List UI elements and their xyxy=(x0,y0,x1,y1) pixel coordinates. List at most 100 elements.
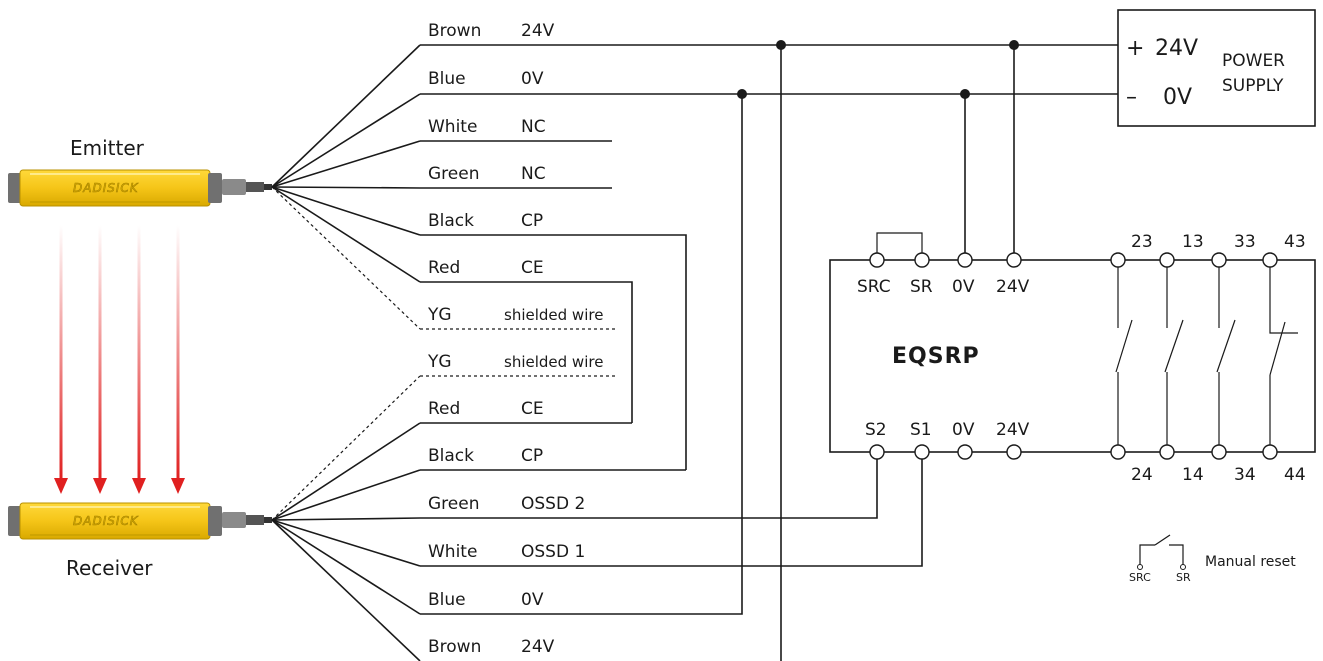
terminal-src xyxy=(869,252,885,268)
receiver-wire-signal: CP xyxy=(521,446,543,466)
terminal-13 xyxy=(1159,252,1175,268)
receiver-wire-color: Brown xyxy=(428,637,481,657)
emitter-wire-color: YG xyxy=(427,305,452,325)
contact-label: 24 xyxy=(1131,465,1153,485)
manual-reset-pin: SR xyxy=(1176,571,1191,584)
emitter-wire-color: Blue xyxy=(428,69,466,89)
emitter-wire-color: Brown xyxy=(428,21,481,41)
emitter-wire-signal: CP xyxy=(521,211,543,231)
power-supply-box xyxy=(1117,9,1316,127)
junction-dot xyxy=(776,40,786,50)
emitter-red-wire xyxy=(420,281,633,423)
contact-23-24 xyxy=(1115,267,1133,445)
terminal-sr xyxy=(914,252,930,268)
manual-reset-pin: SRC xyxy=(1129,571,1151,584)
relay-box xyxy=(829,259,1316,453)
terminal-label: 0V xyxy=(952,420,975,440)
receiver-green-wire xyxy=(420,452,878,519)
down-arrow-beam-icon xyxy=(171,225,185,494)
emitter-end-cap-right xyxy=(208,173,222,203)
receiver-wire-signal: CE xyxy=(521,399,544,419)
emitter-connector xyxy=(222,179,246,195)
contact-label: 13 xyxy=(1182,232,1204,252)
receiver-white-wire xyxy=(420,452,923,567)
receiver-wire-color: YG xyxy=(427,352,452,372)
terminal-0v-top xyxy=(957,252,973,268)
receiver-wire-color: Black xyxy=(428,446,474,466)
terminal-label: 24V xyxy=(996,277,1030,297)
receiver-blue-wire xyxy=(420,94,743,615)
power-minus-value: 0V xyxy=(1163,85,1192,110)
terminal-24v-top xyxy=(1006,252,1022,268)
emitter-black-wire xyxy=(420,234,687,470)
contact-label: 43 xyxy=(1284,232,1306,252)
safety-relay: EQSRP SRC SR 0V 24V S2 S1 0V 24V xyxy=(829,45,1316,485)
down-arrow-beam-icon xyxy=(54,225,68,494)
power-supply: + 24V – 0V POWER SUPPLY xyxy=(1117,9,1316,127)
terminal-s2 xyxy=(869,444,885,460)
terminal-label: S2 xyxy=(865,420,887,440)
terminal-34 xyxy=(1211,444,1227,460)
junctions xyxy=(737,40,1019,99)
contact-label: 34 xyxy=(1234,465,1256,485)
receiver-wire-signal: 24V xyxy=(521,637,555,657)
terminal-44 xyxy=(1262,444,1278,460)
terminal-24 xyxy=(1110,444,1126,460)
emitter-wire-signal: NC xyxy=(521,117,546,137)
emitter-wire-color: Red xyxy=(428,258,460,278)
power-plus-value: 24V xyxy=(1155,36,1198,61)
emitter-wire-signal: 24V xyxy=(521,21,555,41)
power-plus-sign: + xyxy=(1126,36,1144,61)
emitter-wire-signal: 0V xyxy=(521,69,544,89)
receiver-end-cap-left xyxy=(8,506,22,536)
power-minus-sign: – xyxy=(1126,85,1137,110)
contact-13-14 xyxy=(1164,267,1184,445)
terminal-33 xyxy=(1211,252,1227,268)
terminal-23 xyxy=(1110,252,1126,268)
emitter-label: Emitter xyxy=(70,136,145,160)
terminal-43 xyxy=(1262,252,1278,268)
emitter-wire-color: White xyxy=(428,117,477,137)
emitter-wire-color: Green xyxy=(428,164,479,184)
receiver-end-cap-right xyxy=(208,506,222,536)
normally-open-switch-icon xyxy=(1137,534,1186,570)
emitter-brand: DADISICK xyxy=(73,181,139,195)
receiver-label: Receiver xyxy=(66,556,153,580)
light-beams xyxy=(54,225,185,494)
receiver-wire-color: Green xyxy=(428,494,479,514)
manual-reset-label: Manual reset xyxy=(1205,554,1296,570)
terminal-label: 24V xyxy=(996,420,1030,440)
junction-dot xyxy=(737,89,747,99)
contact-label: 23 xyxy=(1131,232,1153,252)
contact-label: 44 xyxy=(1284,465,1306,485)
receiver-wire-color: Red xyxy=(428,399,460,419)
receiver-wire-signal: shielded wire xyxy=(504,353,603,371)
relay-name: EQSRP xyxy=(892,344,980,369)
power-supply-title: POWER xyxy=(1222,51,1285,71)
emitter-wire-color: Black xyxy=(428,211,474,231)
emitter-wire-signal: shielded wire xyxy=(504,306,603,324)
terminal-14 xyxy=(1159,444,1175,460)
receiver-connector xyxy=(222,512,246,528)
receiver-wire-color: Blue xyxy=(428,590,466,610)
emitter-wire-signal: NC xyxy=(521,164,546,184)
terminal-label: SRC xyxy=(857,277,891,297)
receiver-brand: DADISICK xyxy=(73,514,139,528)
power-supply-title: SUPPLY xyxy=(1222,76,1284,96)
receiver-wire-signal: OSSD 2 xyxy=(521,494,585,514)
terminal-label: S1 xyxy=(910,420,932,440)
src-sr-bridge xyxy=(876,232,923,260)
contact-label: 33 xyxy=(1234,232,1256,252)
terminal-s1 xyxy=(914,444,930,460)
emitter-wires: Brown 24V Blue 0V White NC Green NC Blac… xyxy=(271,21,1118,470)
down-arrow-beam-icon xyxy=(93,225,107,494)
contact-33-34 xyxy=(1216,267,1236,445)
receiver: DADISICK Receiver xyxy=(8,502,272,580)
receiver-wire-color: White xyxy=(428,542,477,562)
receiver-wires: YG shielded wire Red CE Black CP Green O… xyxy=(271,45,923,661)
receiver-wire-signal: OSSD 1 xyxy=(521,542,585,562)
manual-reset: SRC SR Manual reset xyxy=(1129,534,1296,584)
contact-label: 14 xyxy=(1182,465,1204,485)
receiver-wire-signal: 0V xyxy=(521,590,544,610)
terminal-label: 0V xyxy=(952,277,975,297)
